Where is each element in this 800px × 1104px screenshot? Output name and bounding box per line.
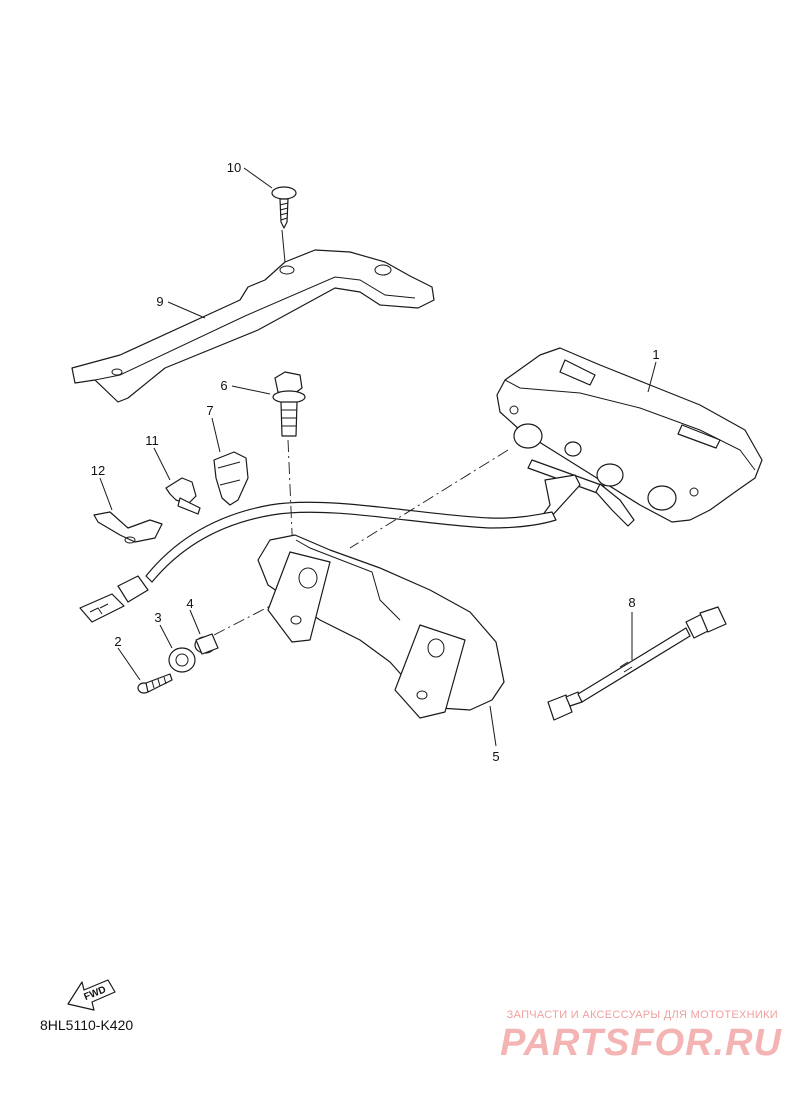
callout-8: 8 [628,595,635,610]
callout-5: 5 [492,749,499,764]
callout-4: 4 [186,596,193,611]
part-11-cable-guide [165,477,201,515]
watermark-caption: ЗАПЧАСТИ И АКСЕССУАРЫ ДЛЯ МОТОТЕХНИКИ [506,1009,778,1021]
part-2-screw [137,673,173,694]
part-10-screw [271,186,297,229]
watermark-logo: PARTSFOR.RU [500,1022,782,1064]
callout-11: 11 [145,433,159,448]
alignment-line [349,449,509,549]
callout-1: 1 [652,347,659,362]
callout-7: 7 [206,403,213,418]
harness-connector [79,575,149,623]
callout-3: 3 [154,610,161,625]
part-code: 8HL5110-K420 [40,1017,134,1033]
callout-12: 12 [91,463,105,478]
part-9-bracket [71,229,435,403]
callout-6: 6 [220,378,227,393]
leader-lines [99,167,657,747]
callout-2: 2 [114,634,121,649]
part-7-clamp [213,451,249,506]
part-5-bracket-housing [257,534,505,719]
part-3-grommet [168,647,196,673]
fwd-arrow: FWD [67,979,116,1011]
part-1-tail-light [496,347,763,527]
part-8-wire-lead [547,606,727,721]
part-4-collar [194,633,219,655]
wire-harness [145,501,557,583]
callout-9: 9 [156,294,163,309]
part-6-bolt [272,371,306,437]
part-12-clip [93,511,163,544]
callout-10: 10 [227,160,241,175]
alignment-line [213,604,273,636]
